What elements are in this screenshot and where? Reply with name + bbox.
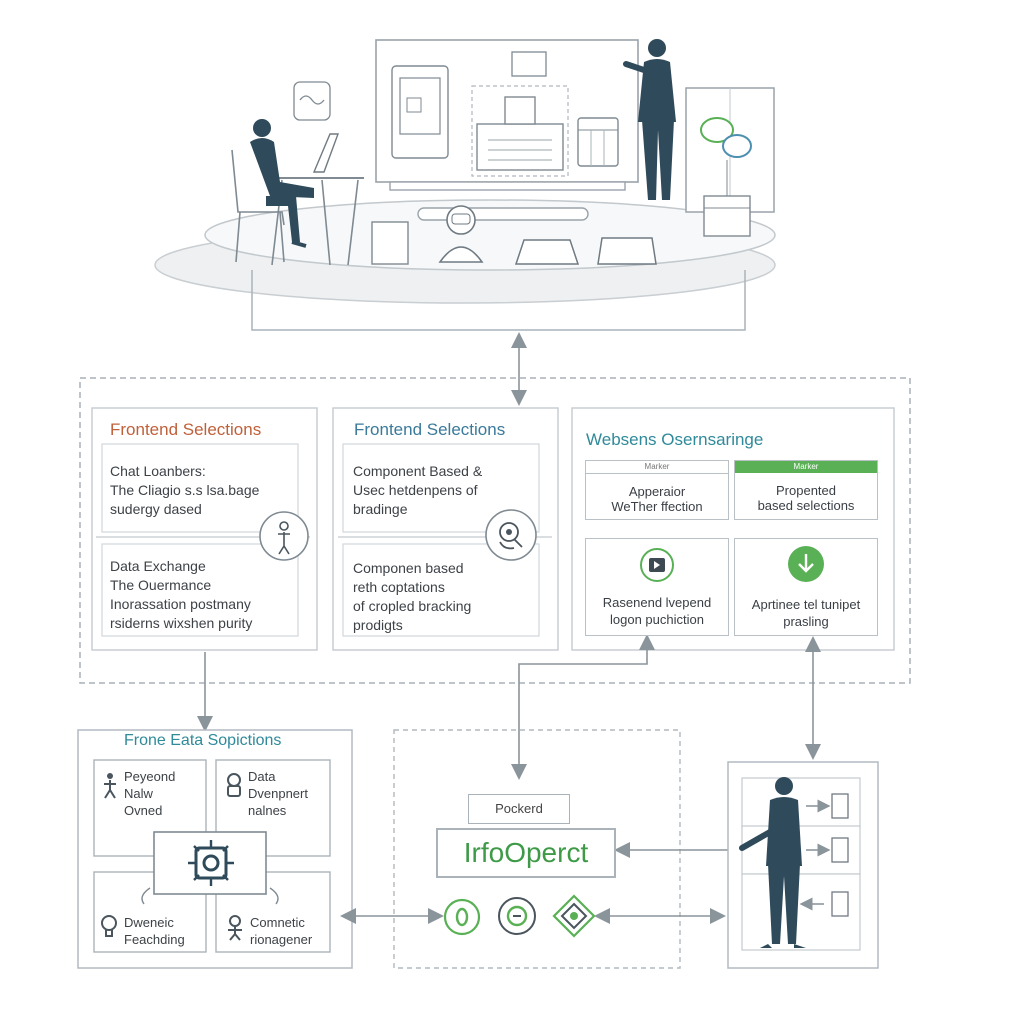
walking-person-icon bbox=[100, 772, 120, 805]
lightbulb-icon bbox=[100, 914, 118, 945]
pockerd-button[interactable]: Pockerd bbox=[468, 794, 570, 824]
panel-1-block-1-line-2: The Cliagio s.s lsa.bage bbox=[110, 482, 260, 498]
cell-2-line-2: Dvenpnert bbox=[248, 786, 308, 801]
person-icon bbox=[258, 510, 310, 562]
card-text-line-1: Aprtinee tel tunipet bbox=[751, 597, 861, 612]
panel-1-block-1-line-3: sudergy dased bbox=[110, 501, 202, 517]
card-tag: Marker bbox=[735, 461, 877, 473]
card-text-line-2: logon puchiction bbox=[610, 612, 704, 627]
card-text-line-2: WeTher ffection bbox=[611, 499, 703, 514]
infooperct-button[interactable]: IrfoOperct bbox=[436, 828, 616, 878]
brain-gear-icon bbox=[484, 508, 538, 562]
card-text-line-1: Apperaior bbox=[628, 484, 686, 499]
card-tag: Marker bbox=[586, 461, 728, 474]
panel-2-block-2-line-1: Componen based bbox=[353, 560, 464, 576]
cell-2-line-1: Data bbox=[248, 769, 276, 784]
cell-3-line-1: Dweneic bbox=[124, 915, 174, 930]
panel-3-title: Websens Osernsaringe bbox=[586, 430, 764, 449]
panel-2-title: Frontend Selections bbox=[354, 420, 506, 439]
panel-2-block-2-line-3: of cropled bracking bbox=[353, 598, 472, 614]
panel-2-block-1-line-2: Usec hetdenpens of bbox=[353, 482, 478, 498]
panel-2-block-2-line-2: reth coptations bbox=[353, 579, 445, 595]
card-top-right[interactable]: Marker Propented based selections bbox=[734, 460, 878, 520]
cell-1-line-1: Peyeond bbox=[124, 769, 176, 784]
card-text-line-1: Rasenend lvepend bbox=[602, 595, 712, 610]
diamond-network-icon bbox=[552, 894, 596, 943]
download-icon bbox=[787, 545, 825, 583]
card-text-line-2: based selections bbox=[757, 498, 855, 513]
panel-1-block-2-line-1: Data Exchange bbox=[110, 558, 206, 574]
card-top-left[interactable]: Marker Apperaior WeTher ffection bbox=[585, 460, 729, 520]
panel-1-title: Frontend Selections bbox=[110, 420, 262, 439]
cell-4-line-1: Comnetic bbox=[250, 915, 305, 930]
panel-1-block-2-line-3: Inorassation postmany bbox=[110, 596, 251, 612]
panel-2-block-2-line-4: prodigts bbox=[353, 617, 403, 633]
chip-gear-icon bbox=[186, 838, 236, 893]
bottom-left-title: Frone Eata Sopictions bbox=[124, 732, 282, 749]
card-bottom-left[interactable]: Rasenend lvepend logon puchiction bbox=[585, 538, 729, 636]
panel-2-block-1-line-3: bradinge bbox=[353, 501, 408, 517]
team-icon bbox=[224, 914, 246, 947]
cell-1-line-3: Ovned bbox=[124, 803, 163, 818]
cell-2-line-3: nalnes bbox=[248, 803, 287, 818]
lock-person-icon bbox=[224, 772, 244, 803]
card-text-line-2: prasling bbox=[783, 614, 829, 629]
panel-1-block-1-line-1: Chat Loanbers: bbox=[110, 463, 206, 479]
panel-1-block-2-line-2: The Ouermance bbox=[110, 577, 212, 593]
play-icon bbox=[639, 547, 675, 583]
chat-icon bbox=[497, 896, 537, 941]
number-zero-icon bbox=[443, 898, 481, 941]
panel-2-block-1-line-1: Component Based & bbox=[353, 463, 483, 479]
cell-3-line-2: Feachding bbox=[124, 932, 185, 947]
cell-4-line-2: rionagener bbox=[250, 932, 313, 947]
card-text-line-1: Propented bbox=[776, 483, 836, 498]
panel-1-block-2-line-4: rsiderns wixshen purity bbox=[110, 615, 253, 631]
cell-1-line-2: Nalw bbox=[124, 786, 153, 801]
card-bottom-right[interactable]: Aprtinee tel tunipet prasling bbox=[734, 538, 878, 636]
